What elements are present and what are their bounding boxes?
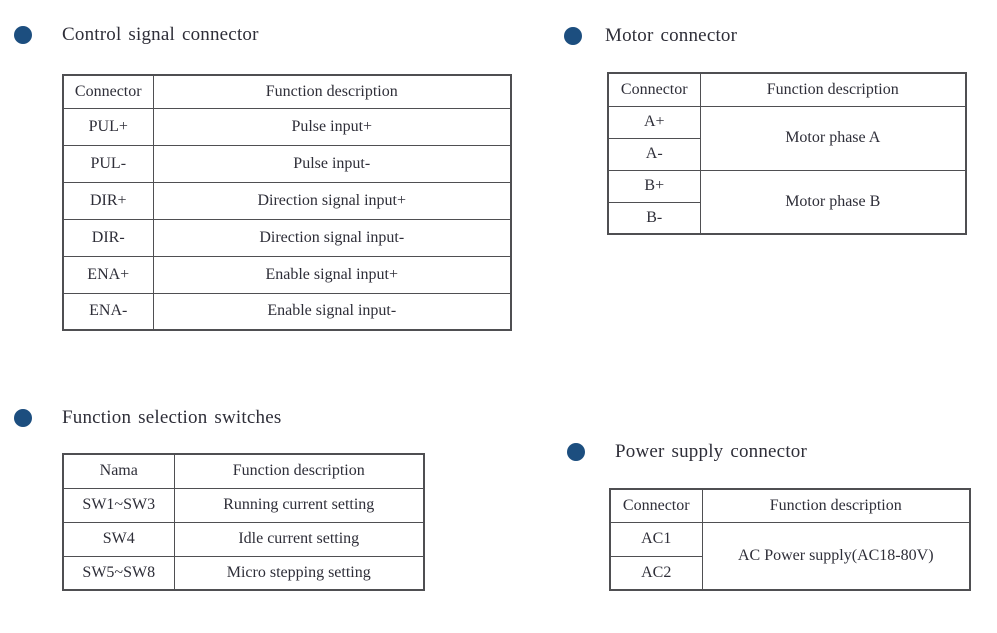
table-cell: PUL- [62,144,154,183]
table-row: PUL-Pulse input- [62,144,512,183]
table-cell: Direction signal input+ [152,181,512,220]
table-cell: AC1 [609,521,703,557]
table-cell: SW1~SW3 [62,487,175,523]
table-cell: SW4 [62,521,175,557]
header-cell: Nama [62,453,175,489]
table-cell: AC Power supply(AC18-80V) [701,521,971,591]
bullet-icon [14,26,32,44]
section-heading-power-supply: Power supply connector [567,441,807,463]
header-cell: Connector [62,74,154,109]
table-row: PUL+Pulse input+ [62,107,512,146]
header-cell: Connector [607,72,701,107]
section-heading-control-signal: Control signal connector [14,24,259,46]
table-cell: B- [607,201,701,235]
table-cell: A- [607,137,701,171]
table-cell: Pulse input- [152,144,512,183]
bullet-icon [564,27,582,45]
table-cell: DIR+ [62,181,154,220]
table-cell: AC2 [609,555,703,591]
table-row: AC2 [609,555,970,591]
table-cell: ENA- [62,292,154,331]
table-cell: Pulse input+ [152,107,512,146]
table-cell: Idle current setting [173,521,425,557]
section-title: Power supply connector [615,441,808,462]
section-title: Motor connector [605,25,738,46]
header-cell: Function description [173,453,425,489]
header-cell: Function description [701,488,971,523]
bullet-icon [567,443,585,461]
bullet-icon [14,409,32,427]
table-cell: Micro stepping setting [173,555,425,591]
section-heading-switches: Function selection switches [14,407,281,429]
table-cell: B+ [607,169,701,203]
table-cell: A+ [607,105,701,139]
table-row: B+Motor phase B [607,169,967,235]
table-row: A+Motor phase A [607,105,967,171]
section-title: Function selection switches [62,407,282,428]
table-row: DIR+Direction signal input+ [62,181,512,220]
table-cell: Enable signal input- [152,292,512,331]
table-cell: DIR- [62,218,154,257]
table-cell: SW5~SW8 [62,555,175,591]
table-cell: ENA+ [62,255,154,294]
table-row: ENA+Enable signal input+ [62,255,512,294]
table-row: ENA-Enable signal input- [62,292,512,331]
table-row: DIR-Direction signal input- [62,218,512,257]
section-title: Control signal connector [62,24,259,45]
table-row: A- [607,137,966,171]
section-heading-motor: Motor connector [564,25,737,47]
header-cell: Function description [699,72,967,107]
header-cell: Connector [609,488,703,523]
table-cell: PUL+ [62,107,154,146]
table-cell: Enable signal input+ [152,255,512,294]
table-cell: Direction signal input- [152,218,512,257]
table-cell: Motor phase A [699,105,967,171]
header-cell: Function description [152,74,512,109]
table-cell: Running current setting [173,487,425,523]
table-cell: Motor phase B [699,169,967,235]
table-row: B- [607,201,966,235]
